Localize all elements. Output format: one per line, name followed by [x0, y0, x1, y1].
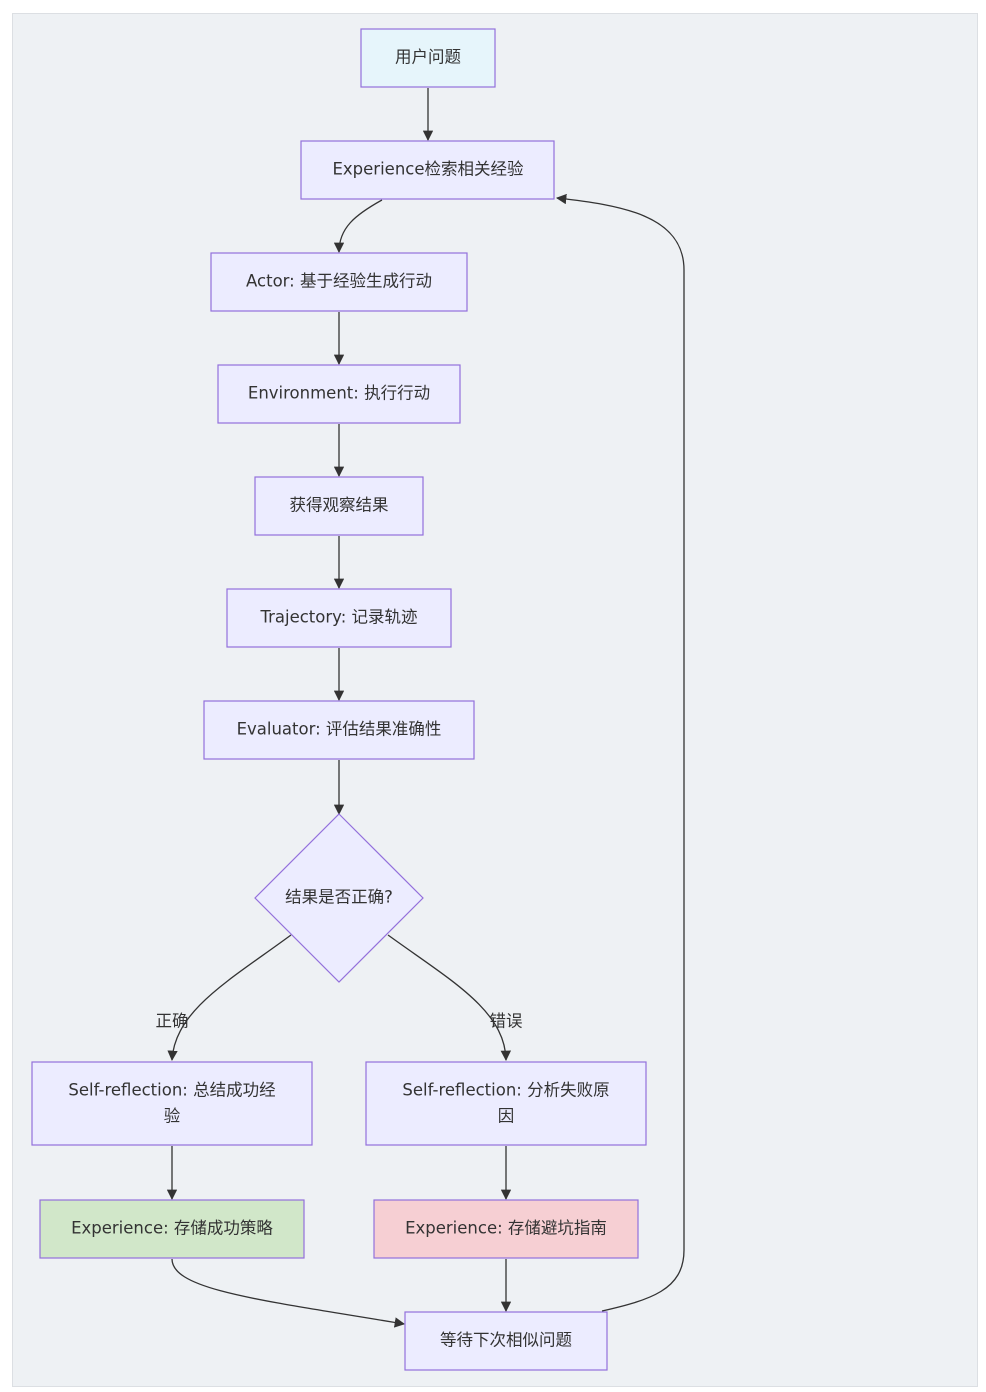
edge-store-success-to-wait — [171, 1258, 406, 1328]
node-trajectory: Trajectory: 记录轨迹 — [226, 588, 452, 648]
node-decision-label: 结果是否正确? — [285, 888, 393, 907]
node-actor-label: Actor: 基于经验生成行动 — [246, 272, 432, 291]
node-user-question-label: 用户问题 — [395, 48, 461, 67]
node-reflect-success: Self-reflection: 总结成功经 验 — [31, 1061, 313, 1146]
node-reflect-success-label-1: Self-reflection: 总结成功经 — [68, 1081, 275, 1100]
node-environment-label: Environment: 执行行动 — [248, 384, 430, 403]
node-store-success-label: Experience: 存储成功策略 — [71, 1219, 273, 1238]
node-evaluator-label: Evaluator: 评估结果准确性 — [237, 720, 442, 739]
edge-decision-to-success — [167, 934, 292, 1062]
node-user-question: 用户问题 — [360, 28, 496, 88]
node-environment: Environment: 执行行动 — [217, 364, 461, 424]
node-wait: 等待下次相似问题 — [404, 1311, 608, 1371]
edges — [166, 88, 685, 1328]
node-observation: 获得观察结果 — [254, 476, 424, 536]
node-actor: Actor: 基于经验生成行动 — [210, 252, 468, 312]
edge-retrieve-to-actor — [333, 199, 383, 254]
edge-label-wrong: 错误 — [490, 1012, 523, 1031]
node-evaluator: Evaluator: 评估结果准确性 — [203, 700, 475, 760]
node-decision: 结果是否正确? — [254, 813, 424, 983]
node-reflect-fail: Self-reflection: 分析失败原 因 — [365, 1061, 647, 1146]
node-reflect-success-label-2: 验 — [164, 1107, 181, 1126]
node-trajectory-label: Trajectory: 记录轨迹 — [259, 608, 417, 627]
node-reflect-fail-label-2: 因 — [498, 1107, 515, 1126]
node-experience-retrieve-label: Experience检索相关经验 — [332, 160, 524, 179]
node-store-fail-label: Experience: 存储避坑指南 — [405, 1219, 607, 1238]
edge-label-correct: 正确 — [156, 1012, 189, 1031]
node-store-fail: Experience: 存储避坑指南 — [373, 1199, 639, 1259]
node-wait-label: 等待下次相似问题 — [440, 1331, 572, 1350]
node-experience-retrieve: Experience检索相关经验 — [300, 140, 555, 200]
edge-decision-to-fail — [387, 934, 512, 1062]
node-observation-label: 获得观察结果 — [290, 496, 389, 515]
diagram-canvas — [12, 13, 978, 1387]
node-store-success: Experience: 存储成功策略 — [39, 1199, 305, 1259]
edge-wait-to-retrieve — [555, 193, 685, 1312]
node-reflect-fail-label-1: Self-reflection: 分析失败原 — [402, 1081, 609, 1100]
